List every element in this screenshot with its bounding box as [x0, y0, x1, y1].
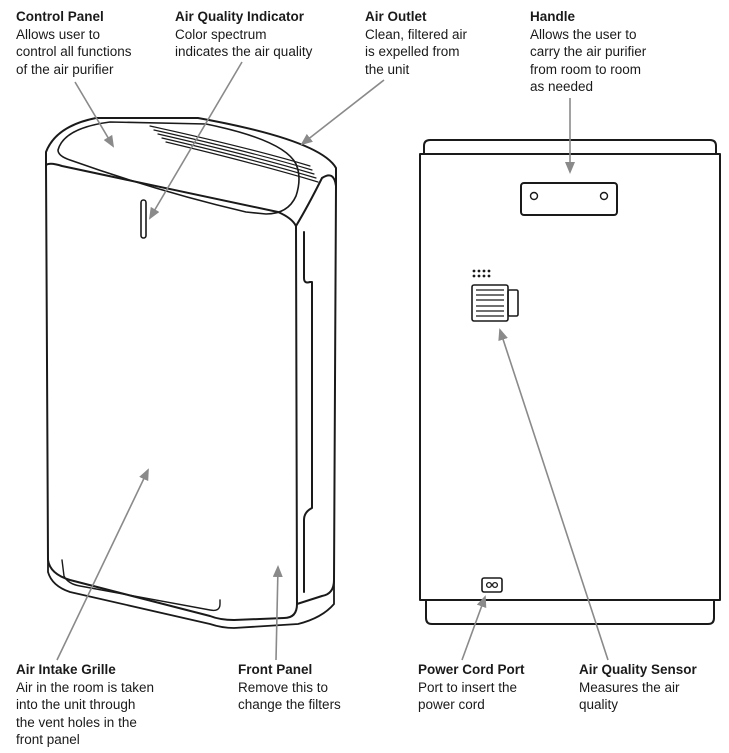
indicator-bar: [140, 199, 147, 239]
air-quality-sensor-title: Air Quality Sensor: [579, 662, 697, 677]
callout-air-outlet: Air Outlet Clean, filtered air is expell…: [365, 8, 467, 78]
base-outline: [47, 559, 335, 629]
top-rim: [45, 117, 337, 187]
side-panel-outline: [295, 174, 337, 605]
front-panel-outline: [45, 162, 298, 621]
front-panel-title: Front Panel: [238, 662, 313, 677]
pointer-power-cord-port: [461, 595, 487, 661]
air-intake-grille-desc: Air in the room is taken into the unit t…: [16, 679, 155, 748]
handle-shape: [520, 182, 618, 216]
handle-desc: Allows the user to carry the air purifie…: [530, 26, 647, 95]
pointer-air-quality-indicator: [148, 61, 243, 220]
callout-air-intake-grille: Air Intake Grille Air in the room is tak…: [16, 661, 154, 749]
pointer-air-intake-grille: [56, 468, 149, 661]
pointer-lines: [56, 61, 609, 661]
pointer-front-panel: [272, 565, 283, 661]
pointer-air-outlet: [300, 79, 385, 146]
power-port-pin-left: [485, 581, 493, 589]
air-outlet-title: Air Outlet: [365, 9, 427, 24]
air-quality-indicator-title: Air Quality Indicator: [175, 9, 305, 24]
bottom-slot: [61, 559, 221, 612]
air-quality-indicator-desc: Color spectrum indicates the air quality: [175, 26, 313, 60]
control-panel-desc: Allows user to control all functions of …: [16, 26, 132, 77]
air-quality-sensor-desc: Measures the air quality: [579, 679, 680, 713]
air-intake-grille-title: Air Intake Grille: [16, 662, 116, 677]
callout-front-panel: Front Panel Remove this to change the fi…: [238, 661, 341, 714]
back-view-purifier: [419, 139, 721, 625]
control-panel-title: Control Panel: [16, 9, 104, 24]
handle-screw-right: [599, 191, 609, 201]
sensor-nub: [507, 289, 519, 317]
pointer-control-panel: [74, 81, 115, 148]
sensor-dots: [472, 269, 491, 278]
pointer-air-quality-sensor: [498, 328, 609, 661]
outlet-slats: [149, 125, 319, 183]
power-port-pin-right: [491, 581, 499, 589]
callout-control-panel: Control Panel Allows user to control all…: [16, 8, 132, 78]
front-view-purifier: [45, 117, 337, 629]
back-base: [425, 600, 715, 625]
handle-screw-left: [529, 191, 539, 201]
back-body: [419, 153, 721, 601]
power-port: [481, 577, 503, 593]
sensor-fins: [476, 289, 504, 317]
callout-power-cord-port: Power Cord Port Port to insert the power…: [418, 661, 525, 714]
air-outlet-desc: Clean, filtered air is expelled from the…: [365, 26, 468, 77]
callout-handle: Handle Allows the user to carry the air …: [530, 8, 646, 96]
side-groove: [303, 231, 313, 593]
power-cord-port-desc: Port to insert the power cord: [418, 679, 518, 713]
callout-air-quality-indicator: Air Quality Indicator Color spectrum ind…: [175, 8, 312, 61]
power-cord-port-title: Power Cord Port: [418, 662, 525, 677]
handle-title: Handle: [530, 9, 576, 24]
front-panel-desc: Remove this to change the filters: [238, 679, 341, 713]
callout-air-quality-sensor: Air Quality Sensor Measures the air qual…: [579, 661, 697, 714]
